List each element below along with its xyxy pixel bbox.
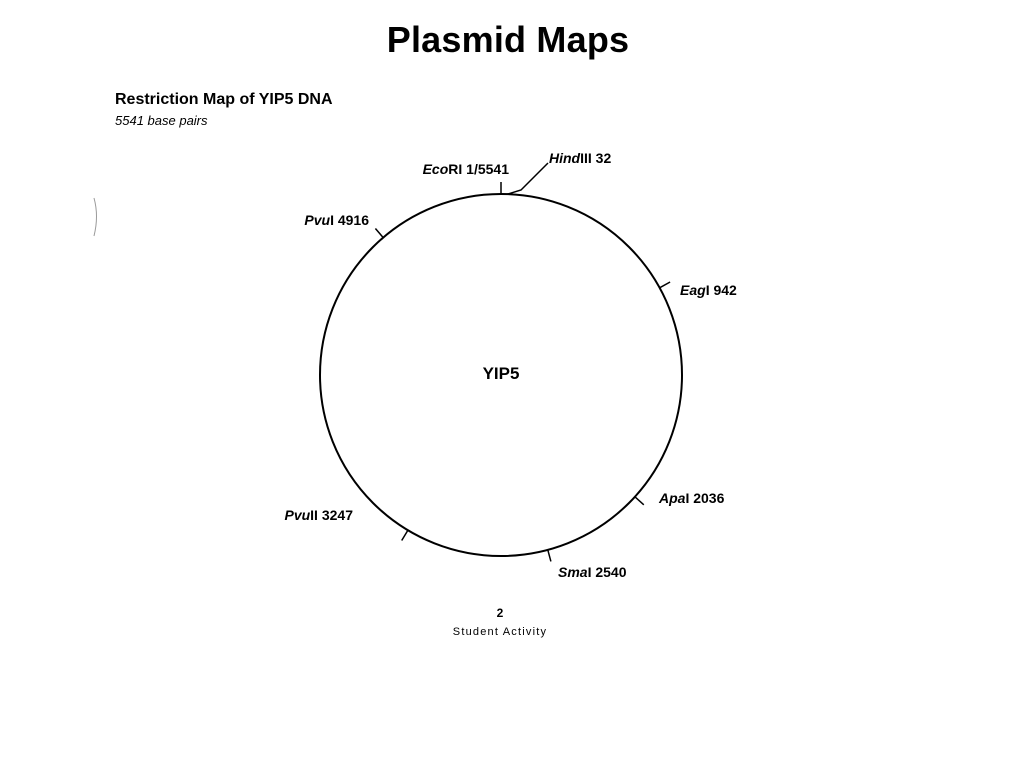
site-enzyme-rest: RI (448, 161, 466, 177)
site-enzyme-rest: II (310, 507, 322, 523)
restriction-site: EagI 942 (659, 281, 737, 298)
site-tick (374, 228, 384, 239)
site-position: 2036 (693, 490, 724, 506)
site-enzyme-italic: Apa (658, 490, 686, 506)
site-label: PvuI 4916 (304, 212, 369, 228)
scan-artifact-mark (93, 197, 97, 237)
restriction-site: HindIII 32 (507, 150, 611, 195)
site-position: 942 (713, 282, 737, 298)
site-enzyme-rest: I (706, 282, 714, 298)
restriction-site: EcoRI 1/5541 (423, 161, 510, 194)
site-enzyme-rest: I (685, 490, 693, 506)
restriction-site: ApaI 2036 (634, 490, 725, 506)
site-leader-line (507, 162, 549, 195)
page-number: 2 (496, 606, 504, 620)
page-title: Plasmid Maps (386, 19, 630, 60)
site-label: EcoRI 1/5541 (423, 161, 510, 177)
site-label: EagI 942 (680, 282, 737, 298)
site-label: SmaI 2540 (558, 564, 627, 580)
site-enzyme-italic: Pvu (304, 212, 330, 228)
site-enzyme-italic: Pvu (284, 507, 310, 523)
plasmid-name-label: YIP5 (483, 364, 520, 383)
site-enzyme-italic: Eco (423, 161, 449, 177)
site-position: 4916 (338, 212, 369, 228)
site-position: 1/5541 (466, 161, 509, 177)
restriction-site: SmaI 2540 (547, 549, 627, 580)
restriction-site: PvuI 4916 (304, 212, 384, 239)
site-position: 32 (596, 150, 612, 166)
site-label: PvuII 3247 (284, 507, 353, 523)
figure-subtitle: 5541 base pairs (115, 113, 208, 128)
site-tick (547, 549, 552, 562)
site-label: ApaI 2036 (658, 490, 725, 506)
site-position: 2540 (595, 564, 626, 580)
site-enzyme-italic: Hind (549, 150, 581, 166)
restriction-site: PvuII 3247 (284, 507, 409, 541)
site-tick (659, 281, 671, 289)
site-enzyme-italic: Sma (558, 564, 588, 580)
site-enzyme-rest: III (580, 150, 596, 166)
site-position: 3247 (322, 507, 353, 523)
figure-title: Restriction Map of YIP5 DNA (115, 91, 333, 108)
site-enzyme-italic: Eag (680, 282, 706, 298)
site-tick (401, 529, 409, 541)
site-enzyme-rest: I (588, 564, 596, 580)
footer-text: Student Activity (452, 626, 548, 638)
site-label: HindIII 32 (549, 150, 611, 166)
site-enzyme-rest: I (330, 212, 338, 228)
site-tick (634, 496, 645, 506)
